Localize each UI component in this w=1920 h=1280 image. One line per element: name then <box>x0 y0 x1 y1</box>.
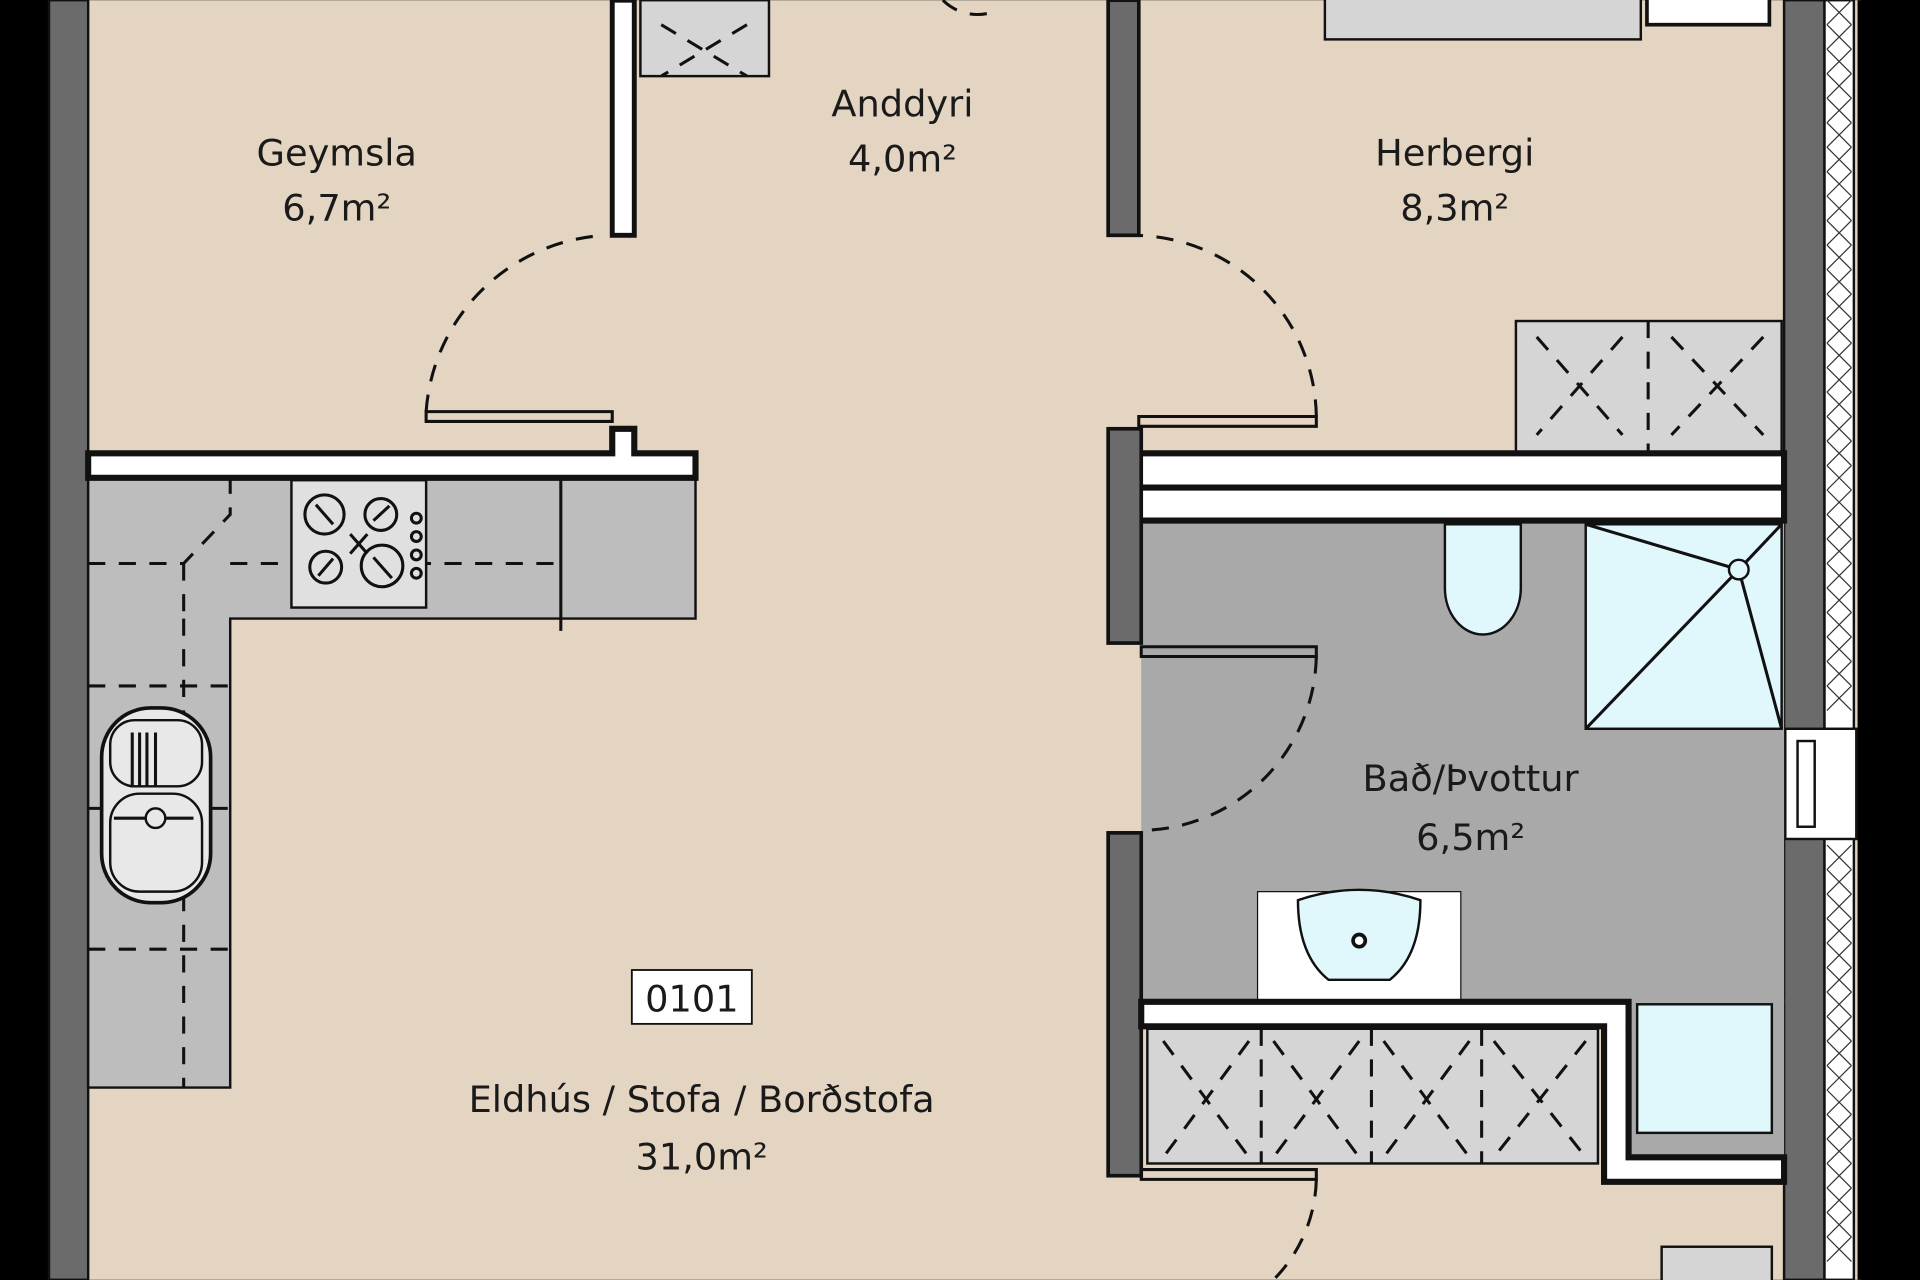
insulation-hatch <box>1826 0 1852 1262</box>
shower-drain <box>1727 558 1750 581</box>
unit-number-box <box>630 969 753 1025</box>
door-swing-hall <box>1272 1179 1318 1280</box>
door-swing-geymsla <box>424 233 607 412</box>
geymsla-cabinet-x <box>660 23 748 78</box>
door-leaf-hall <box>1139 1168 1318 1181</box>
bath-wall-upper <box>1106 426 1144 645</box>
kitchen-wall <box>85 425 699 481</box>
door-leaf-geymsla <box>424 410 614 423</box>
room-area-living: 31,0m² <box>636 1136 768 1179</box>
wall-anddyri-herbergi <box>1106 0 1141 238</box>
toilet <box>1443 523 1523 636</box>
room-name-bathroom: Bað/Þvottur <box>1363 757 1580 800</box>
window-frame <box>1796 739 1816 828</box>
wall-geymsla-anddyri <box>609 0 637 238</box>
door-leaf-herbergi <box>1137 414 1318 428</box>
left-exterior <box>0 0 49 1280</box>
kitchen-sink <box>99 706 213 905</box>
washing-machine <box>1635 1003 1774 1135</box>
window <box>1784 727 1858 841</box>
room-area-bathroom: 6,5m² <box>1416 816 1525 859</box>
room-area-geymsla: 6,7m² <box>282 187 391 230</box>
room-area-herbergi: 8,3m² <box>1400 187 1509 230</box>
right-wall <box>1782 0 1826 1280</box>
herbergi-desk <box>1645 0 1772 27</box>
stove-burners <box>303 493 423 589</box>
room-name-anddyri: Anddyri <box>831 83 973 126</box>
sink-drain <box>1351 932 1368 949</box>
unit-number: 0101 <box>645 978 738 1021</box>
room-name-herbergi: Herbergi <box>1375 132 1534 175</box>
wardrobe-hatch <box>1535 321 1765 454</box>
door-swing-entrance <box>941 0 999 17</box>
herbergi-bed <box>1323 0 1643 41</box>
closet-hatch <box>1162 1028 1587 1164</box>
right-exterior <box>1857 0 1920 1280</box>
bathroom-bottom-wall <box>1138 998 1788 1185</box>
hall-cabinet <box>1660 1245 1774 1280</box>
left-wall <box>47 0 90 1280</box>
bath-wall-lower <box>1106 831 1144 1178</box>
room-name-living: Eldhús / Stofa / Borðstofa <box>469 1078 935 1121</box>
geymsla-cabinet <box>639 0 771 78</box>
door-swing-bathroom <box>1141 656 1318 832</box>
door-swing-herbergi <box>1132 233 1318 417</box>
room-name-geymsla: Geymsla <box>257 132 417 175</box>
room-area-anddyri: 4,0m² <box>848 138 957 181</box>
